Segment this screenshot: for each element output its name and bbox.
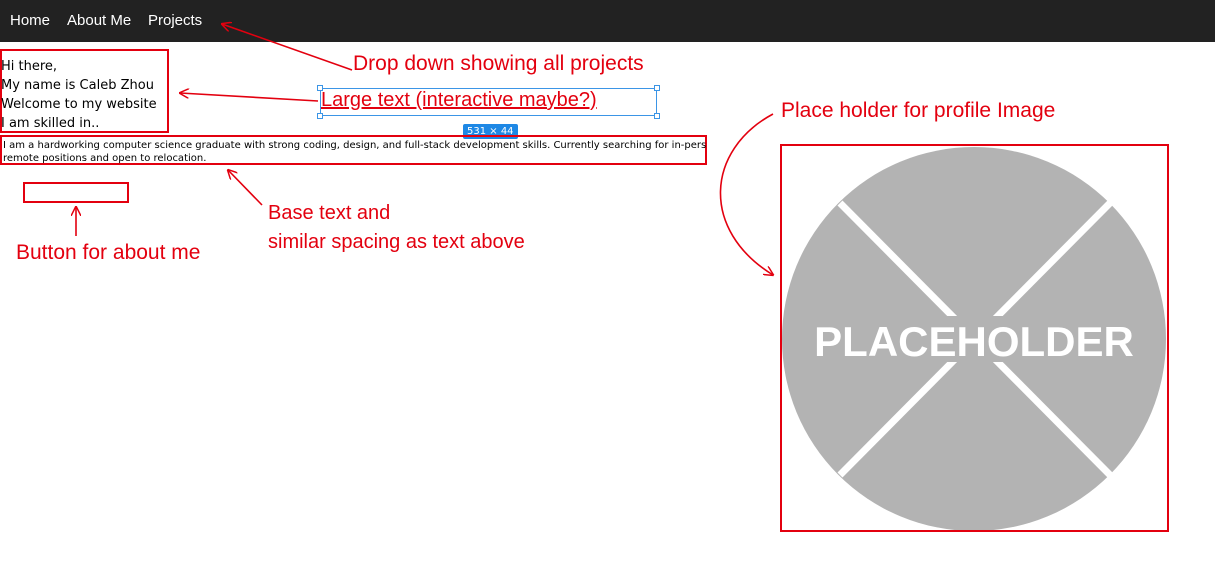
profile-image-frame: PLACEHOLDER xyxy=(780,144,1169,532)
arrow-to-bio-box xyxy=(228,170,263,206)
annotation-base-text-1: Base text and xyxy=(268,202,391,224)
bio-line-1: I am a hardworking computer science grad… xyxy=(3,140,706,151)
nav-about-link[interactable]: About Me xyxy=(67,12,132,29)
intro-greeting: Hi there, xyxy=(1,59,58,74)
resize-handle-top-left[interactable] xyxy=(317,85,323,91)
arrow-to-intro-box xyxy=(180,93,319,102)
placeholder-image: PLACEHOLDER xyxy=(782,147,1166,531)
annotation-dropdown: Drop down showing all projects xyxy=(353,52,644,75)
intro-text-box xyxy=(0,49,169,133)
bio-line-2: remote positions and open to relocation. xyxy=(3,153,207,164)
bio-text-box: I am a hardworking computer science grad… xyxy=(0,135,707,165)
nav-home-link[interactable]: Home xyxy=(10,12,51,29)
annotation-about-button: Button for about me xyxy=(16,241,201,264)
intro-name: My name is Caleb Zhou xyxy=(1,78,154,93)
about-me-button[interactable] xyxy=(23,182,129,203)
resize-handle-bottom-right[interactable] xyxy=(654,113,660,119)
top-navbar: Home About Me Projects xyxy=(0,0,1215,42)
resize-handle-bottom-left[interactable] xyxy=(317,113,323,119)
placeholder-label: PLACEHOLDER xyxy=(814,318,1134,365)
annotation-profile-image: Place holder for profile Image xyxy=(781,99,1056,122)
intro-skills: I am skilled in.. xyxy=(1,116,100,131)
large-text-selection-frame xyxy=(320,88,657,116)
arrow-to-profile-image xyxy=(719,113,773,275)
arrow-to-projects xyxy=(222,24,353,71)
bio-text: I am a hardworking computer science grad… xyxy=(3,139,706,165)
nav-projects-link[interactable]: Projects xyxy=(148,12,203,29)
annotation-base-text-2: similar spacing as text above xyxy=(268,231,525,253)
large-text-heading[interactable]: Large text (interactive maybe?) xyxy=(321,89,597,111)
intro-welcome: Welcome to my website xyxy=(1,97,157,112)
resize-handle-top-right[interactable] xyxy=(654,85,660,91)
placeholder-label-bg xyxy=(822,316,1127,362)
